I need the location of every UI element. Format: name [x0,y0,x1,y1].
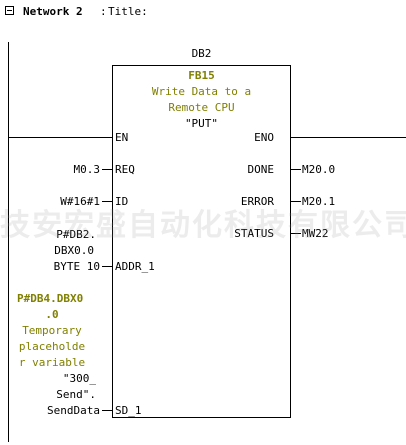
operand-id[interactable]: W#16#1 [60,195,100,208]
operand-addr-1-line2[interactable]: DBX0.0 [54,244,94,257]
network-separator: : [100,5,107,18]
error-pin-wire [291,201,301,202]
pin-addr-1: ADDR_1 [115,260,155,273]
operand-req[interactable]: M0.3 [73,163,101,176]
done-pin-wire [291,169,301,170]
en-wire [8,137,112,138]
collapse-network-toggle[interactable] [5,6,14,15]
operand-sd-1-symbol-line3[interactable]: SendData [47,404,100,417]
pin-req: REQ [115,163,135,176]
operand-addr-1-line3[interactable]: BYTE 10 [53,260,100,273]
operand-sd-1-comment-line2: placeholde [18,340,86,353]
addr-1-pin-wire [102,266,112,267]
fb-comment-line2: Remote CPU [168,101,235,114]
pin-id: ID [115,195,129,208]
fb-name: FB15 [188,69,215,82]
operand-sd-1-temp-line2[interactable]: .0 [45,308,59,321]
sd-1-pin-wire [102,410,112,411]
power-rail [8,42,9,442]
pin-eno: ENO [254,131,274,144]
pin-sd-1: SD_1 [115,404,142,417]
eno-wire [291,137,406,138]
pin-en: EN [115,131,129,144]
pin-done: DONE [247,163,275,176]
fb-put-block[interactable]: FB15 Write Data to a Remote CPU "PUT" EN… [112,65,291,418]
network-label: Network 2 [23,5,83,18]
status-pin-wire [291,233,301,234]
fb-comment-line1: Write Data to a [151,85,252,98]
id-pin-wire [102,201,112,202]
operand-sd-1-comment-line3: r variable [18,356,86,369]
pin-status: STATUS [234,227,274,240]
instance-db-label[interactable]: DB2 [191,47,212,60]
operand-done[interactable]: M20.0 [302,163,336,176]
operand-error[interactable]: M20.1 [302,195,336,208]
operand-sd-1-comment-line1: Temporary [22,324,82,337]
operand-sd-1-symbol-line1[interactable]: "300_ [62,372,96,385]
fb-symbol: "PUT" [184,117,219,130]
network-title-label[interactable]: Title: [108,5,148,18]
operand-sd-1-symbol-line2[interactable]: Send". [56,388,96,401]
operand-sd-1-temp-line1[interactable]: P#DB4.DBX0 [17,292,84,305]
operand-status[interactable]: MW22 [302,227,329,240]
operand-addr-1-line1[interactable]: P#DB2. [56,228,96,241]
req-pin-wire [102,169,112,170]
pin-error: ERROR [240,195,274,208]
